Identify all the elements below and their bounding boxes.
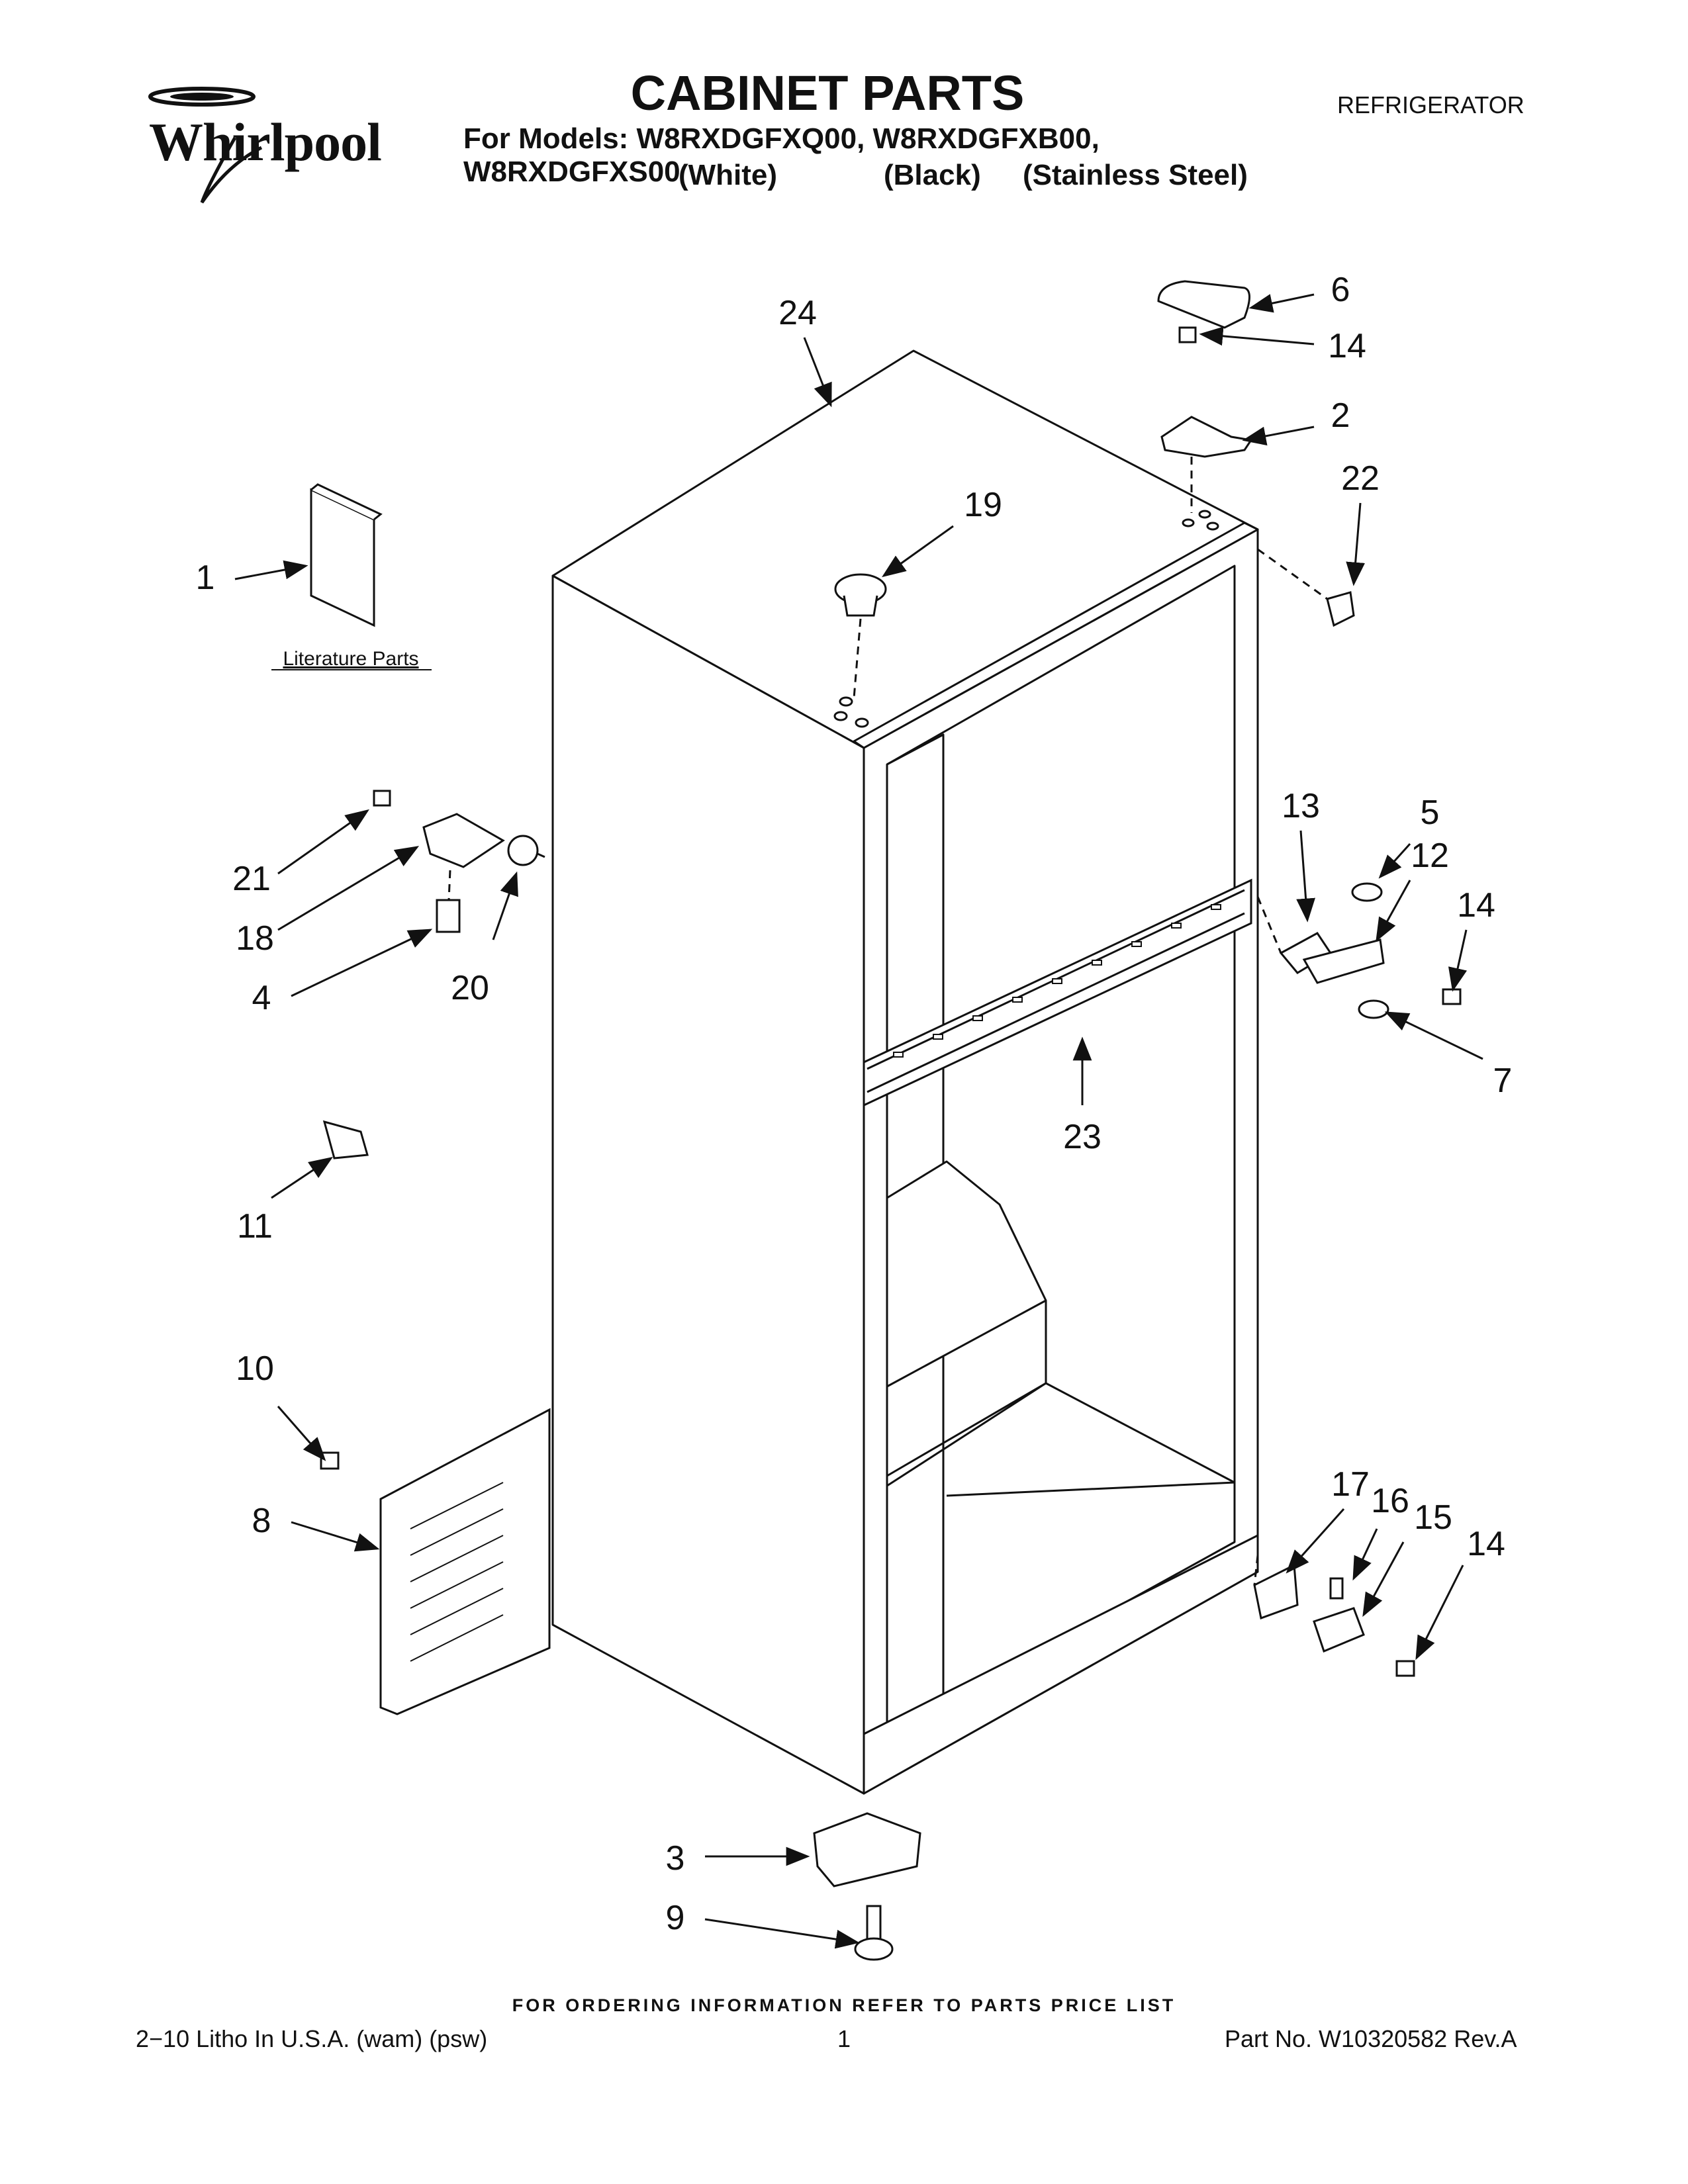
callout-14-top: 14: [1328, 327, 1366, 365]
ordering-note: FOR ORDERING INFORMATION REFER TO PARTS …: [512, 1995, 1176, 2015]
callout-6: 6: [1331, 271, 1350, 309]
callout-22: 22: [1341, 459, 1380, 498]
part-12-hinge: [1302, 938, 1385, 984]
callout-19: 19: [964, 486, 1002, 524]
callout-9: 9: [666, 1899, 685, 1937]
callout-20: 20: [451, 969, 489, 1007]
part-3-roller: [813, 1812, 921, 1888]
callout-3: 3: [666, 1839, 685, 1878]
part-number: Part No. W10320582 Rev.A: [1225, 2025, 1517, 2052]
callout-2: 2: [1331, 396, 1350, 435]
part-10-screw: [320, 1451, 340, 1470]
models-line: For Models: W8RXDGFXQ00, W8RXDGFXB00, W8…: [463, 122, 1100, 188]
callout-10: 10: [236, 1349, 274, 1388]
callout-12: 12: [1411, 837, 1449, 875]
callout-14-bottom: 14: [1467, 1525, 1505, 1563]
callout-24: 24: [778, 294, 817, 332]
callout-15: 15: [1414, 1498, 1452, 1537]
whirlpool-logo: Whirlpool: [136, 85, 387, 210]
brand-wordmark: Whirlpool: [149, 112, 382, 172]
part-18-pin: [422, 813, 505, 868]
part-16-pin: [1329, 1577, 1344, 1600]
callout-21: 21: [232, 860, 271, 898]
page-title: CABINET PARTS: [630, 66, 1025, 120]
whirlpool-swirl-icon: [148, 87, 263, 204]
color-white: (White): [679, 159, 778, 191]
part-5-washer: [1351, 882, 1383, 902]
freezer-divider: [886, 1160, 1047, 1388]
part-9-leveler: [866, 1905, 882, 1944]
part-17-shim: [1253, 1563, 1299, 1620]
callout-23: 23: [1063, 1118, 1102, 1156]
cabinet-opening: [886, 565, 1236, 1735]
callout-7: 7: [1493, 1062, 1513, 1100]
part-1-literature: [310, 488, 375, 627]
cabinet-side-face: [551, 574, 865, 1795]
part-11-clip: [322, 1120, 369, 1160]
part-6-cap: [1157, 280, 1250, 329]
callout-18: 18: [236, 919, 274, 958]
literature-parts-label: Literature Parts: [283, 648, 418, 670]
color-stainless: (Stainless Steel): [1023, 159, 1248, 191]
page-number: 1: [837, 2025, 851, 2052]
part-4-bushing: [436, 899, 461, 933]
callout-5: 5: [1421, 794, 1440, 832]
color-black: (Black): [884, 159, 981, 191]
callout-13: 13: [1282, 787, 1320, 825]
callout-14-mid: 14: [1457, 886, 1495, 925]
part-14-screw-top: [1178, 326, 1197, 343]
callout-4: 4: [252, 979, 271, 1017]
part-20-washer: [507, 835, 539, 866]
part-15-hinge: [1313, 1607, 1365, 1653]
callout-16: 16: [1371, 1482, 1409, 1520]
litho-info: 2−10 Litho In U.S.A. (wam) (psw): [136, 2025, 488, 2052]
callout-11: 11: [237, 1207, 273, 1246]
part-21-screw: [373, 790, 391, 807]
callout-8: 8: [252, 1502, 271, 1540]
callout-17: 17: [1331, 1465, 1370, 1504]
callout-1: 1: [196, 559, 215, 597]
part-7-washer: [1358, 999, 1389, 1019]
part-8-panel: [379, 1408, 551, 1715]
part-22-cover: [1326, 591, 1355, 627]
part-2-top-hinge: [1160, 416, 1253, 458]
appliance-category: REFRIGERATOR: [1337, 91, 1524, 118]
